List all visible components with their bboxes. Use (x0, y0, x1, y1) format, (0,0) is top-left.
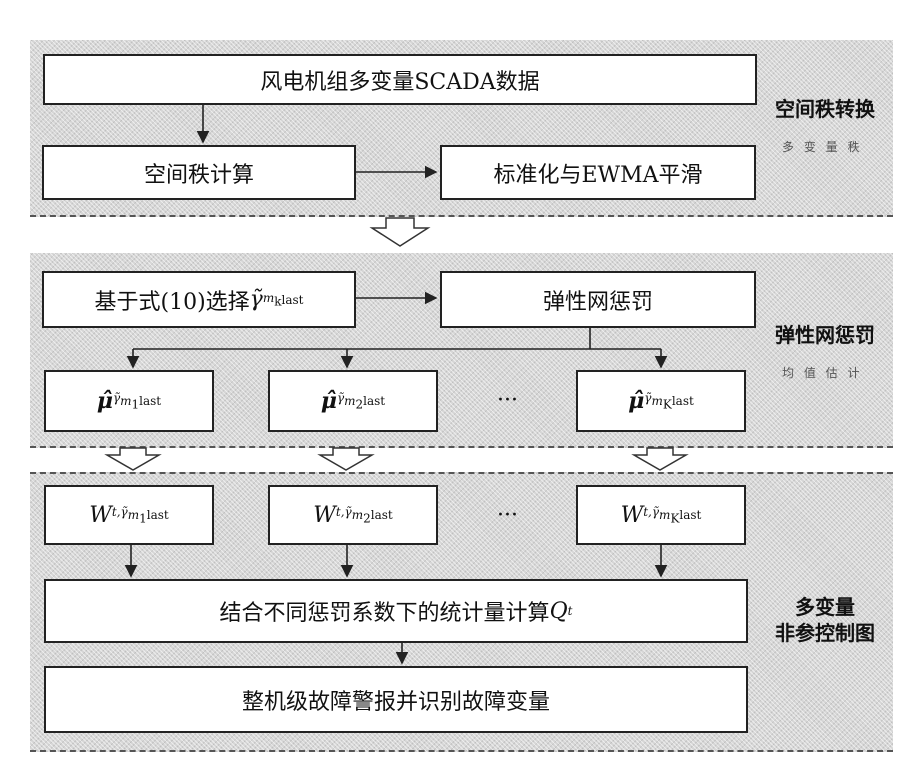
mu-hat-box-k: μ̂ γ̃mKlast (576, 370, 746, 432)
mu-hat-box-2: μ̂ γ̃m2last (268, 370, 438, 432)
w-m-k: m (659, 508, 670, 522)
stage2-label: 弹性网惩罚 (758, 322, 892, 348)
fault-alarm-text: 整机级故障警报并识别故障变量 (242, 684, 550, 716)
w-sup-1: last (147, 508, 169, 522)
mu-m-1: m (120, 394, 131, 408)
stage2-sublabel: 均 值 估 计 (782, 364, 862, 381)
select-gamma-prefix: 基于式(10)选择 (95, 284, 250, 316)
fault-alarm-box: 整机级故障警报并识别故障变量 (44, 666, 748, 733)
select-gamma-sub: m (263, 291, 274, 305)
combine-q-sub: t (568, 604, 573, 618)
mu-m-2: m (344, 394, 355, 408)
w-m-2: m (352, 508, 363, 522)
combine-statistic-box: 结合不同惩罚系数下的统计量计算 Qt (44, 579, 748, 643)
spatial-rank-text: 空间秩计算 (144, 157, 254, 189)
w-symbol-1: W (89, 503, 112, 528)
mu-ellipsis: ··· (497, 388, 518, 413)
scada-data-box: 风电机组多变量SCADA数据 (43, 54, 757, 105)
block-arrow-muk (634, 448, 686, 470)
mu-hat-symbol-1: μ̂ (97, 388, 113, 414)
select-gamma-symbol: γ̃ (250, 287, 263, 312)
stage3-label: 多变量 非参控制图 (758, 594, 892, 646)
mu-m-k: m (651, 394, 662, 408)
mu-sup-2: last (363, 394, 385, 408)
select-gamma-sup: last (282, 293, 304, 307)
w-t-k: t, (643, 505, 652, 519)
w-m-1: m (128, 508, 139, 522)
combine-statistic-text: 结合不同惩罚系数下的统计量计算 (220, 595, 550, 627)
ewma-box: 标准化与EWMA平滑 (440, 145, 756, 200)
block-arrow-stage1-to-stage2 (372, 218, 428, 246)
elastic-net-penalty-text: 弹性网惩罚 (543, 284, 653, 316)
scada-data-text: 风电机组多变量SCADA数据 (260, 64, 539, 96)
w-symbol-2: W (313, 503, 336, 528)
w-t-1: t, (112, 505, 121, 519)
select-gamma-sub2: k (274, 294, 281, 308)
mu-hat-symbol-k: μ̂ (628, 388, 644, 414)
w-symbol-k: W (621, 503, 644, 528)
w-index-1: 1 (139, 511, 147, 525)
mu-hat-box-1: μ̂ γ̃m1last (44, 370, 214, 432)
w-sup-k: last (679, 508, 701, 522)
w-stat-box-1: W t,γ̃m1last (44, 485, 214, 545)
stage1-sublabel: 多 变 量 秩 (782, 138, 862, 155)
w-gamma-1: γ̃ (121, 505, 128, 519)
select-gamma-box: 基于式(10)选择 γ̃ mklast (42, 271, 356, 328)
mu-sup-1: last (139, 394, 161, 408)
stage3-label-line2: 非参控制图 (758, 620, 892, 646)
combine-q-symbol: Q (550, 599, 568, 624)
block-arrow-mu1 (107, 448, 159, 470)
mu-index-1: 1 (132, 397, 140, 411)
w-sup-2: last (371, 508, 393, 522)
w-gamma-k: γ̃ (652, 505, 659, 519)
elastic-net-penalty-box: 弹性网惩罚 (440, 271, 756, 328)
mu-index-2: 2 (356, 397, 364, 411)
block-arrow-mu2 (320, 448, 372, 470)
w-stat-box-k: W t,γ̃mKlast (576, 485, 746, 545)
w-ellipsis: ··· (497, 503, 518, 528)
stage1-label: 空间秩转换 (758, 96, 892, 122)
spatial-rank-box: 空间秩计算 (42, 145, 356, 200)
stage3-label-line1: 多变量 (758, 594, 892, 620)
w-index-2: 2 (363, 511, 371, 525)
w-gamma-2: γ̃ (345, 505, 352, 519)
mu-sup-k: last (672, 394, 694, 408)
mu-hat-symbol-2: μ̂ (321, 388, 337, 414)
w-t-2: t, (336, 505, 345, 519)
mu-index-k: K (663, 397, 672, 411)
w-index-k: K (670, 511, 679, 525)
ewma-text: 标准化与EWMA平滑 (493, 157, 702, 189)
w-stat-box-2: W t,γ̃m2last (268, 485, 438, 545)
